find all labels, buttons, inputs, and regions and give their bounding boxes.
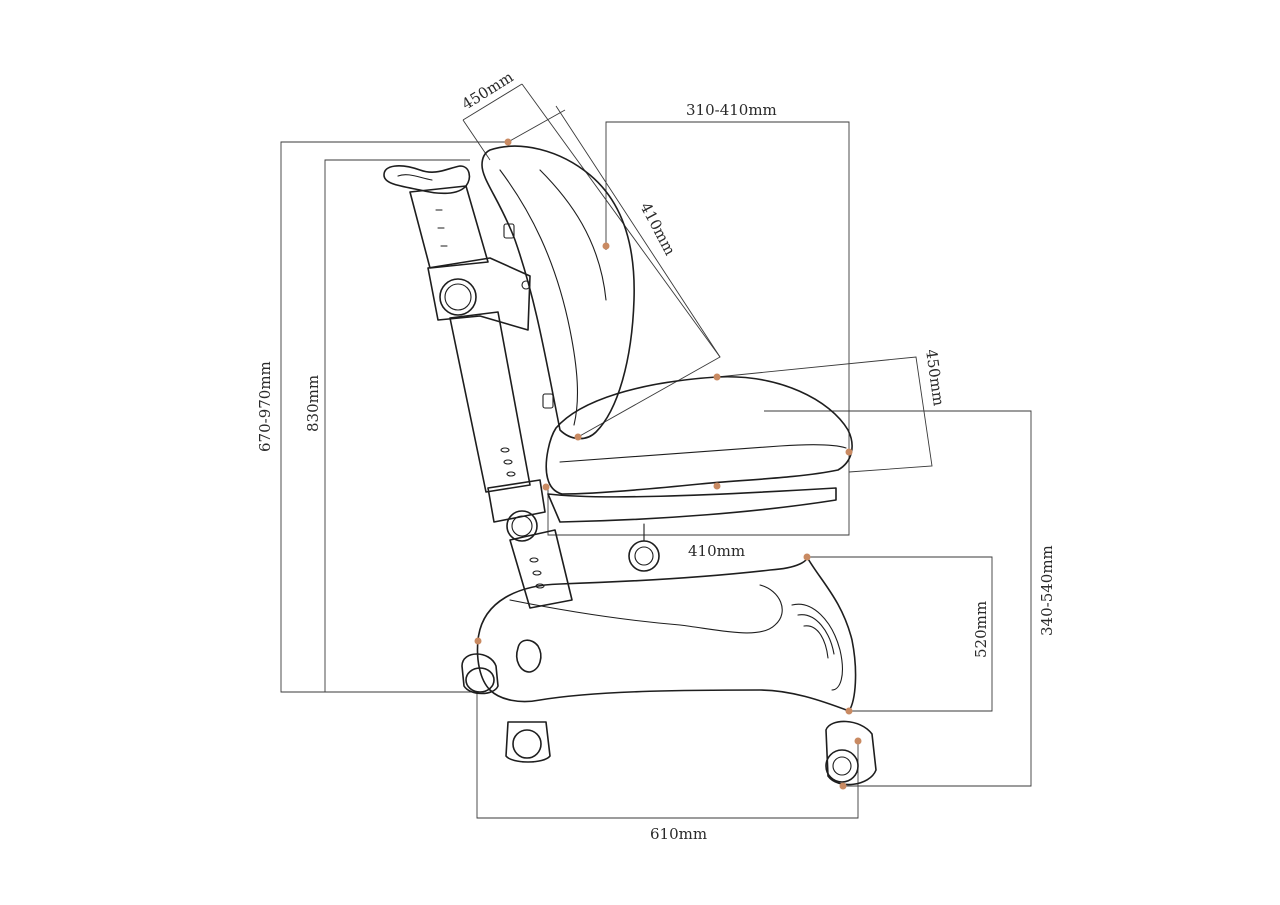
chair-base bbox=[476, 556, 857, 712]
chair-lower-collar bbox=[487, 479, 546, 523]
dimension-markers bbox=[474, 138, 862, 790]
chair-backrest-edge bbox=[539, 169, 607, 301]
label-backrest-height: 410mm bbox=[636, 199, 679, 258]
label-seat-depth: 410mm bbox=[688, 542, 745, 560]
marker-wheel-front-top bbox=[854, 737, 862, 745]
chair-base-inner bbox=[509, 584, 783, 634]
label-seat-back-depth: 310-410mm bbox=[686, 101, 777, 119]
dim-backrest-width-right bbox=[521, 83, 721, 358]
chair-height-knob bbox=[439, 278, 477, 316]
chair-back-clip-top bbox=[503, 223, 515, 239]
chair-post-hole-3 bbox=[506, 471, 516, 477]
marker-wheel-front-bottom bbox=[839, 782, 847, 790]
dim-seat-back-depth-box bbox=[547, 121, 850, 536]
label-backrest-width: 450mm bbox=[459, 68, 517, 114]
dim-total-height-bracket bbox=[280, 141, 508, 693]
dim-seat-height-bracket bbox=[764, 410, 1032, 787]
marker-backrest-top bbox=[504, 138, 512, 146]
chair-screw bbox=[521, 280, 531, 290]
label-base-height: 520mm bbox=[972, 601, 990, 658]
chair-seat-knob bbox=[506, 510, 538, 542]
label-seat-height: 340-540mm bbox=[1038, 545, 1056, 636]
chair-stem bbox=[509, 529, 573, 609]
dim-backrest-width-top bbox=[462, 83, 523, 121]
chair-footrest-rib-2 bbox=[797, 614, 835, 655]
chair-wheel-right bbox=[825, 720, 877, 786]
chair-base-window bbox=[515, 639, 542, 673]
dim-seat-width-box bbox=[716, 356, 933, 473]
label-seat-width: 450mm bbox=[922, 348, 948, 407]
label-back-height: 830mm bbox=[304, 375, 322, 432]
chair-tilt-knob-inner bbox=[634, 546, 654, 566]
chair-backrest bbox=[481, 145, 635, 440]
chair-handle bbox=[383, 165, 471, 195]
marker-seat-back bbox=[542, 483, 550, 491]
chair-collar bbox=[427, 257, 531, 331]
chair-post-lower bbox=[449, 311, 531, 493]
label-base-length: 610mm bbox=[650, 825, 707, 843]
dimension-lines bbox=[280, 83, 1032, 819]
marker-backrest-mid bbox=[602, 242, 610, 250]
chair-stem-hole-1 bbox=[529, 557, 539, 563]
marker-base-top bbox=[803, 553, 811, 561]
dim-base-height-bracket bbox=[807, 556, 993, 712]
chair-post-upper bbox=[409, 185, 489, 269]
label-total-height: 670-970mm bbox=[256, 361, 274, 452]
chair-backrest-inner bbox=[499, 169, 579, 426]
marker-seat-bottom bbox=[713, 482, 721, 490]
chair-drawing bbox=[383, 145, 877, 786]
chair-seat-knob-inner bbox=[511, 515, 533, 537]
chair-post-hole-2 bbox=[503, 459, 513, 465]
chair-post-hole-1 bbox=[500, 447, 510, 453]
marker-backrest-bottom bbox=[574, 433, 582, 441]
marker-seat-top bbox=[713, 373, 721, 381]
chair-tilt-knob bbox=[628, 540, 660, 572]
marker-footrest-bottom bbox=[845, 707, 853, 715]
dim-base-length-bracket bbox=[476, 692, 859, 819]
dim-backrest-diag bbox=[507, 109, 566, 143]
marker-base-rear bbox=[474, 637, 482, 645]
chair-footrest-rib-3 bbox=[803, 625, 829, 659]
chair-seat-seam bbox=[559, 444, 847, 463]
chair-footrest-rib-1 bbox=[791, 603, 843, 691]
chair-seat-base bbox=[547, 487, 837, 523]
chair-wheel-center bbox=[505, 721, 551, 763]
chair-height-knob-inner bbox=[444, 283, 472, 311]
chair-back-clip-bottom bbox=[542, 393, 554, 409]
marker-seat-front bbox=[845, 448, 853, 456]
chair-stem-hole-2 bbox=[532, 570, 542, 576]
chair-wheel-left bbox=[461, 653, 499, 695]
dim-back-height-bracket bbox=[324, 159, 470, 692]
chair-handle-inner bbox=[397, 174, 433, 181]
